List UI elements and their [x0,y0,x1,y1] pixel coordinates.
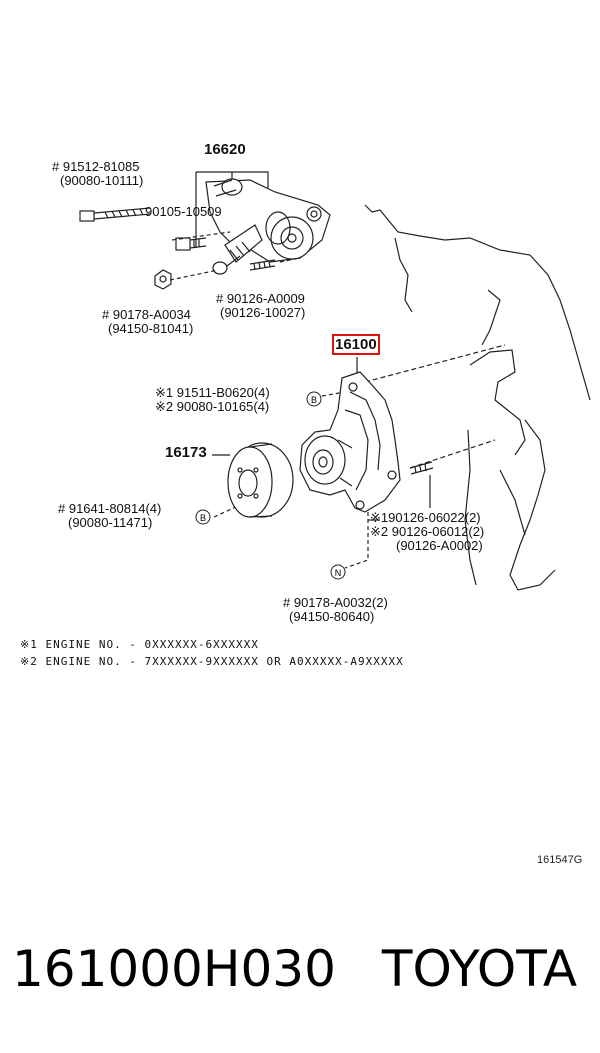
callout-line: (90126-10027) [220,305,306,320]
brand-name: TOYOTA [381,940,578,998]
callout-90126-a0009: # 90126-A0009 (90126-10027) [216,292,305,320]
callout-line: 16620 [204,141,246,158]
marker-b-1-label: B [311,395,317,405]
callout-line: # 90178-A0034 [102,307,191,322]
marker-b-1: B [306,391,322,407]
engine-block-outline [364,204,591,401]
callout-line: 16173 [165,444,207,461]
callout-16173: 16173 [165,444,207,461]
engine-note-1: ※1 ENGINE NO. - 0XXXXXX-6XXXXXX [20,638,259,651]
bolt-90105 [175,237,207,251]
stud-90126-06022 [409,461,434,508]
marker-n-label: N [335,568,342,578]
water-pump [299,371,401,513]
callout-line: # 91512-81085 [52,159,140,174]
marker-n: N [330,564,346,580]
callout-90178-a0034: # 90178-A0034 (94150-81041) [102,308,193,336]
callout-90126-06022: ※190126-06022(2) ※2 90126-06012(2) (9012… [370,511,484,553]
callout-line: ※2 90126-06012(2) [370,524,485,539]
callout-91511-b0620: ※1 91511-B0620(4) ※2 90080-10165(4) [155,386,270,414]
callout-line: # 90126-A0009 [216,291,305,306]
footer: 161000H030 TOYOTA [12,940,592,998]
callout-line: ※1 91511-B0620(4) [155,385,270,400]
dashed-line-pump [364,344,506,383]
pump-pulley [212,442,294,518]
parts-diagram: B B N [79,171,591,591]
belt-tensioner [205,178,331,275]
nut-90178-a0034 [154,269,172,290]
stud-90126-a0009 [249,259,276,271]
callout-line: ※190126-06022(2) [370,510,481,525]
callout-line: (90080-11471) [68,515,153,530]
callout-91641-80814: # 91641-80814(4) (90080-11471) [58,502,161,530]
callout-90178-a0032: # 90178-A0032(2) (94150-80640) [283,596,388,624]
bolt-91512 [79,207,151,222]
callout-line: # 91641-80814(4) [58,501,162,516]
part-number: 161000H030 [12,940,336,998]
callout-line: ※2 90080-10165(4) [155,399,270,414]
callout-line: (90080-10111) [60,173,144,188]
callout-90105-10509: 90105-10509 [145,205,222,219]
marker-b-2-label: B [200,513,206,523]
callout-16100: 16100 [332,334,380,355]
callout-line: (90126-A0002) [396,538,483,553]
callout-line-highlighted: 16100 [332,334,380,355]
callout-line: # 90178-A0032(2) [283,595,388,610]
figure-code: 161547G [537,854,583,866]
marker-b-2: B [195,509,211,525]
dashed-line-top [171,231,231,241]
callout-line: 90105-10509 [145,204,222,219]
callout-91512-81085: # 91512-81085 (90080-10111) [52,160,143,188]
callout-16620: 16620 [204,141,246,158]
callout-line: (94150-80640) [289,609,375,624]
engine-note-2: ※2 ENGINE NO. - 7XXXXXX-9XXXXXX OR A0XXX… [20,655,404,668]
callout-line: (94150-81041) [108,321,194,336]
